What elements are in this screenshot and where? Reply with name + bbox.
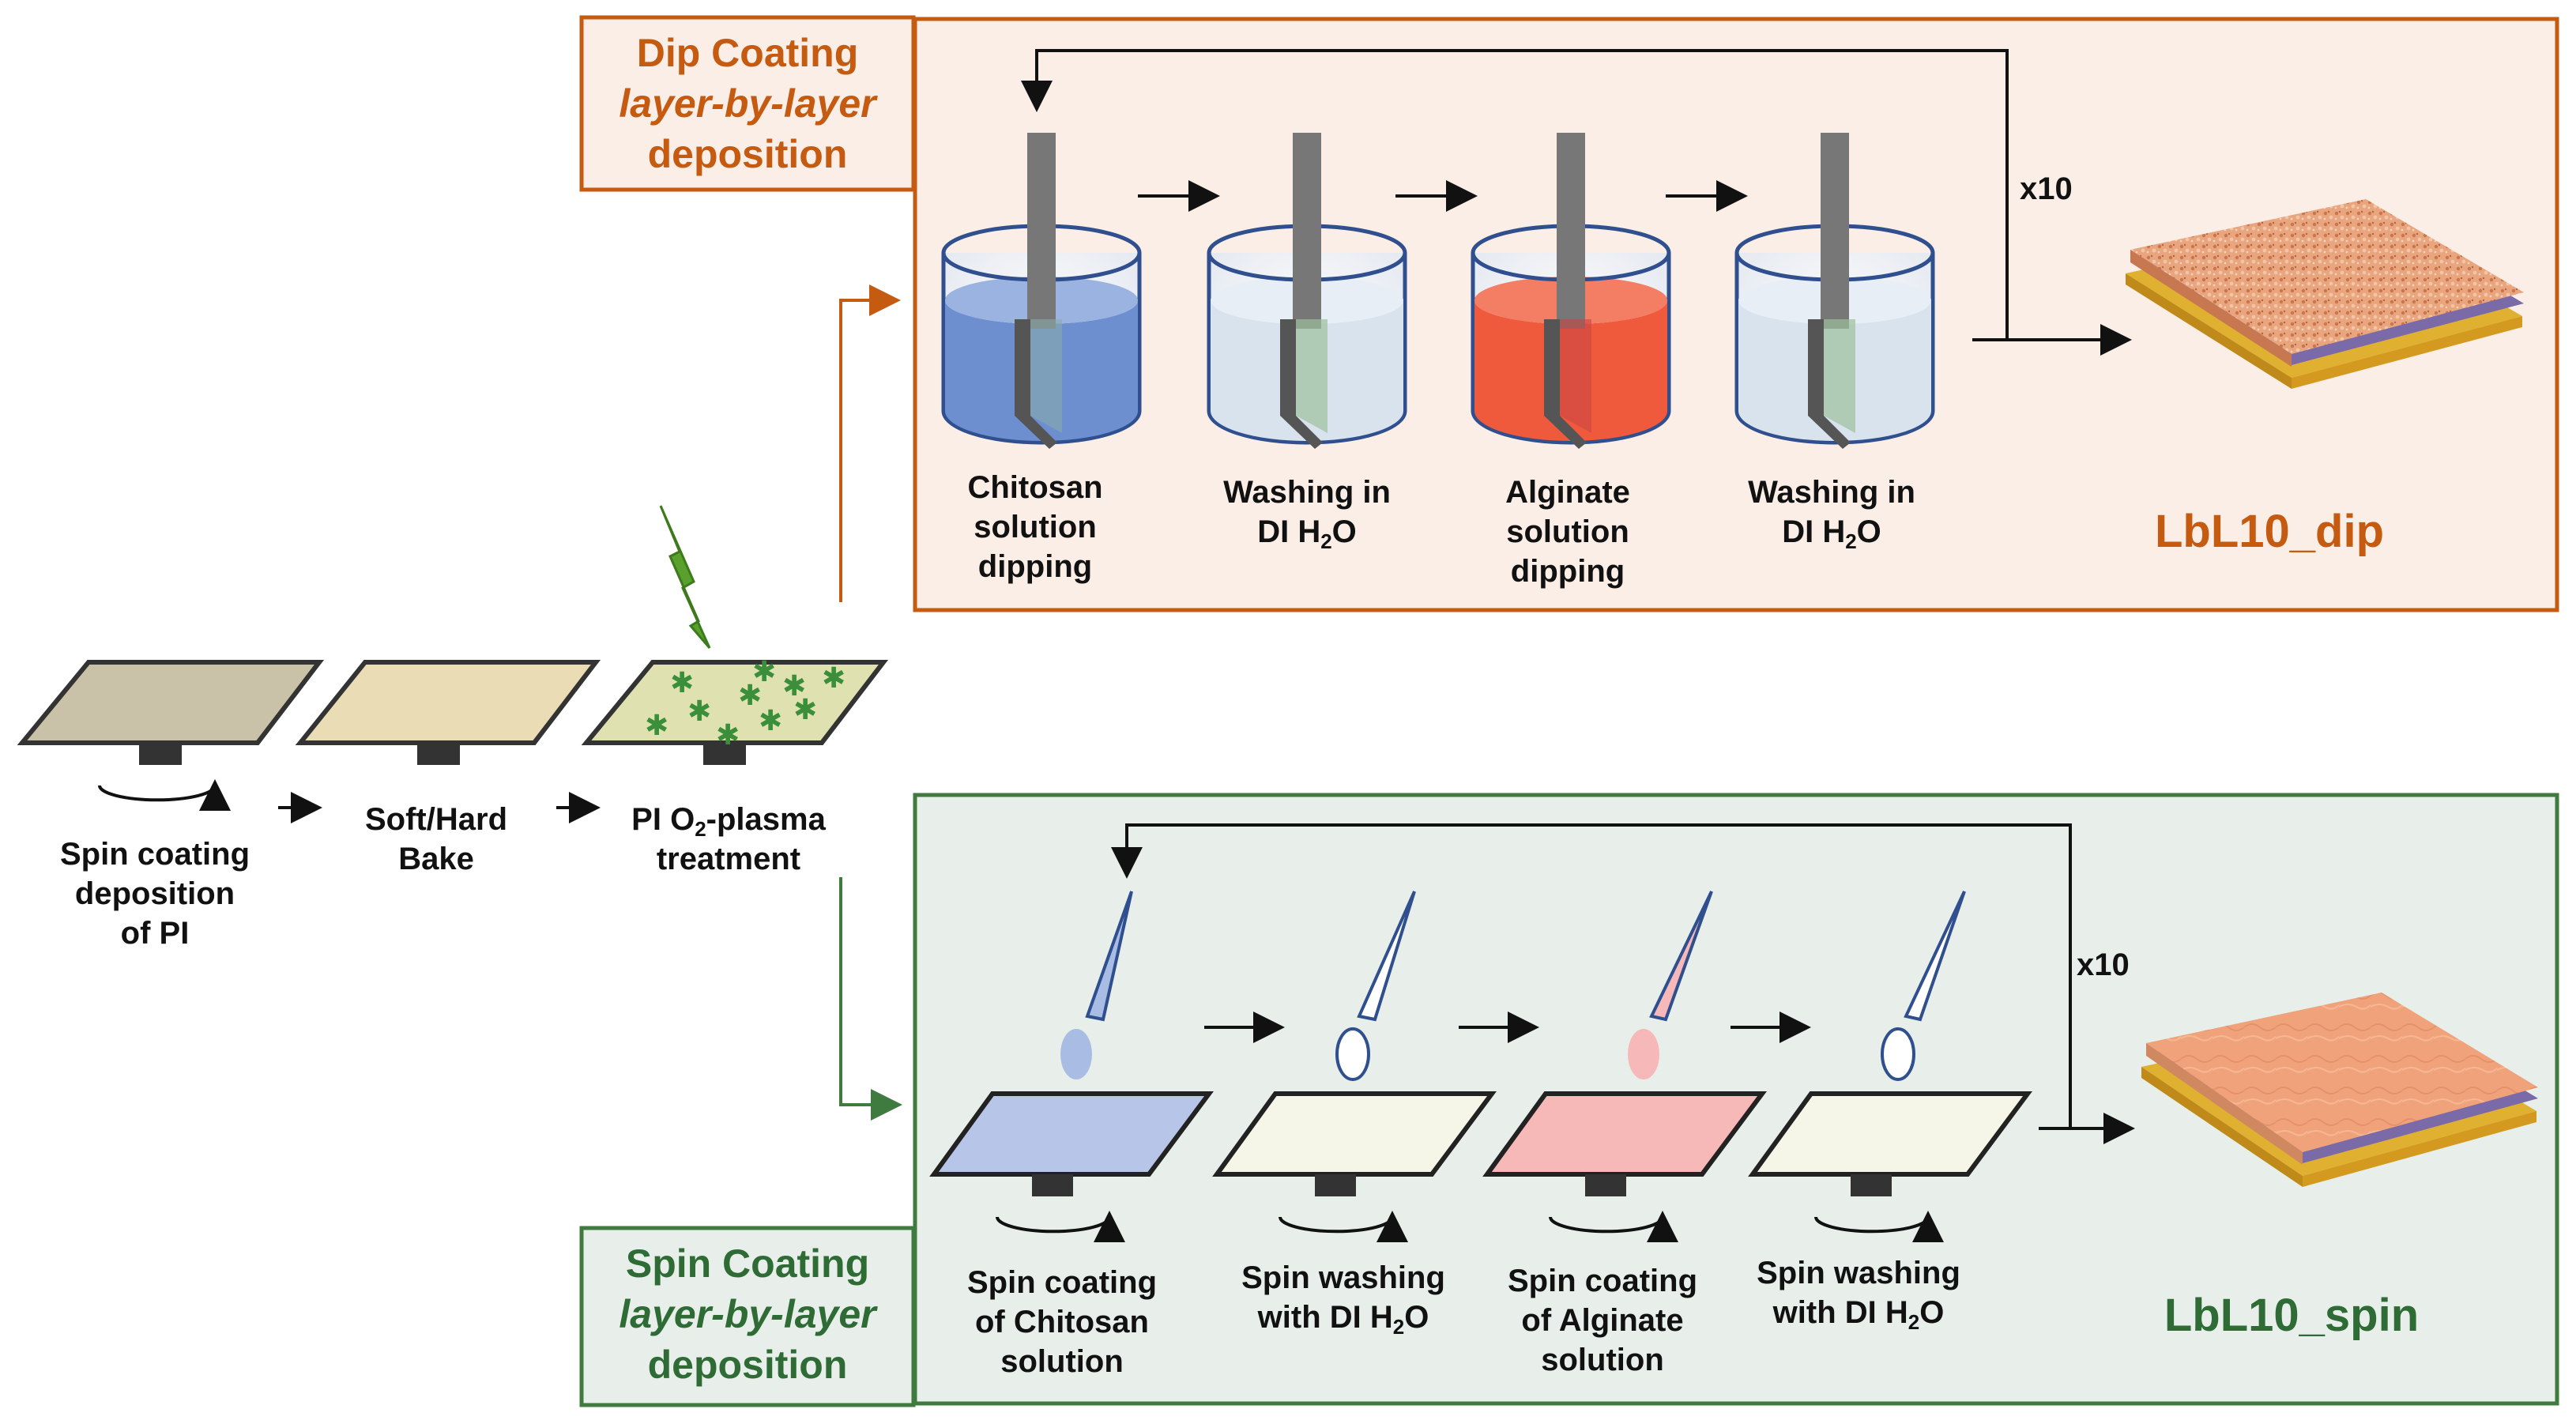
pipette-water-1 [1335, 891, 1416, 1081]
plasma-lightning-icon [659, 505, 711, 649]
dip-step3-label-line1: Alginate [1505, 475, 1630, 510]
dip-title-line3: deposition [648, 132, 848, 176]
plasma-sparkles: ✱✱✱ ✱✱✱ ✱✱✱ ✱ [645, 655, 845, 751]
spin-step3-label-line3: solution [1541, 1343, 1664, 1377]
spin-coating-panel: Spin Coating layer-by-layer deposition x… [579, 793, 2559, 1407]
spin-step4-label-line1: Spin washing [1757, 1256, 1960, 1290]
pi-spin-plate [17, 660, 325, 812]
spin-title-line2: layer-by-layer [619, 1292, 878, 1336]
pretreatment-step2-line1: Soft/Hard [365, 802, 507, 837]
spin-result-sample [2141, 993, 2538, 1187]
spin-title-line1: Spin Coating [626, 1241, 869, 1286]
pretreatment-step1-line3: of PI [121, 916, 190, 951]
dip-step2-label-line2: DI H2O [1257, 514, 1357, 553]
svg-text:✱: ✱ [822, 661, 845, 694]
dip-step1-label-line3: dipping [978, 549, 1092, 584]
spin-repeat-loop-arrow [1111, 823, 2072, 1128]
svg-text:✱: ✱ [782, 669, 806, 702]
spin-step1-label-line1: Spin coating [967, 1265, 1157, 1300]
pretreatment-step1-line1: Spin coating [60, 837, 250, 872]
svg-text:✱: ✱ [645, 709, 668, 741]
spin-plate-alginate [1482, 1091, 1767, 1243]
spin-step2-label-line2: with DI H2O [1257, 1300, 1429, 1339]
dip-repeat-loop-arrow [1021, 49, 2009, 340]
dip-repeat-label: x10 [2020, 171, 2073, 206]
spin-step2-label-line1: Spin washing [1241, 1260, 1445, 1295]
dip-step2-label-line1: Washing in [1223, 475, 1391, 510]
pretreatment-step3-line2: treatment [657, 842, 800, 876]
pipette-alginate [1628, 891, 1713, 1079]
dip-step4-label-line2: DI H2O [1782, 514, 1881, 553]
svg-text:✱: ✱ [759, 704, 782, 736]
spin-plate-water-1 [1212, 1091, 1497, 1243]
svg-text:✱: ✱ [716, 718, 740, 751]
pipette-water-2 [1881, 891, 1966, 1081]
svg-text:✱: ✱ [738, 679, 762, 711]
svg-text:✱: ✱ [670, 666, 694, 699]
plasma-plate: ✱✱✱ ✱✱✱ ✱✱✱ ✱ [581, 655, 889, 765]
dip-title-box [579, 15, 916, 192]
dip-step1-label-line1: Chitosan [967, 470, 1102, 505]
spin-title-box [579, 1226, 916, 1407]
spin-step3-label-line1: Spin coating [1508, 1264, 1697, 1298]
dip-coating-panel: Dip Coating layer-by-layer deposition x1… [579, 15, 2559, 612]
spin-step3-label-line2: of Alginate [1521, 1303, 1683, 1338]
spin-result-label: LbL10_spin [2164, 1290, 2419, 1341]
beaker-chitosan [941, 133, 1142, 449]
spin-title-line3: deposition [648, 1343, 848, 1387]
spin-plate-water-2 [1748, 1091, 2032, 1243]
spin-step4-label-line2: with DI H2O [1772, 1295, 1945, 1334]
beaker-alginate [1471, 133, 1671, 449]
dip-result-label: LbL10_dip [2155, 506, 2384, 557]
pretreatment-step1-line2: deposition [75, 876, 235, 911]
pipette-chitosan [1060, 891, 1133, 1079]
dip-title-line1: Dip Coating [637, 31, 859, 75]
pretreatment-sequence: ✱✱✱ ✱✱✱ ✱✱✱ ✱ Spin coating deposition of… [17, 284, 902, 1121]
dip-step4-label-line1: Washing in [1748, 475, 1915, 510]
spin-plate-chitosan [929, 1091, 1214, 1243]
spin-repeat-label: x10 [2077, 947, 2130, 982]
dip-step3-label-line2: solution [1506, 514, 1629, 549]
branch-arrow-to-dip [839, 284, 901, 602]
pretreatment-step3-line1: PI O2-plasma [631, 802, 826, 841]
svg-text:✱: ✱ [687, 695, 711, 727]
dip-title-line2: layer-by-layer [619, 81, 878, 126]
spin-step1-label-line2: of Chitosan [975, 1305, 1149, 1339]
beaker-water-1 [1207, 133, 1407, 449]
svg-text:✱: ✱ [752, 655, 776, 688]
dip-step1-label-line2: solution [974, 510, 1097, 544]
spin-step1-label-line3: solution [1000, 1344, 1124, 1379]
beaker-water-2 [1734, 133, 1935, 449]
branch-arrow-to-spin [839, 877, 902, 1121]
svg-text:✱: ✱ [793, 693, 817, 725]
dip-result-sample [2126, 199, 2524, 389]
pretreatment-step2-line2: Bake [398, 842, 474, 876]
dip-step3-label-line3: dipping [1511, 554, 1625, 589]
bake-plate [295, 660, 601, 765]
